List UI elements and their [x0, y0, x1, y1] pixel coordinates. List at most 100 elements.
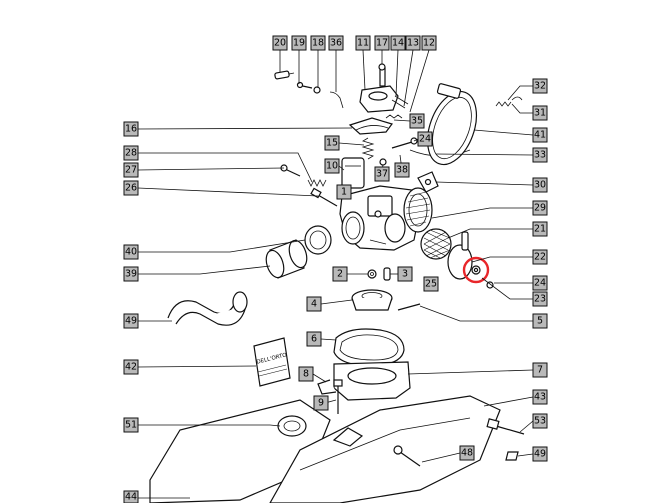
callout-6: 6 [306, 331, 322, 347]
float-4 [351, 289, 393, 311]
callout-3: 3 [397, 266, 413, 282]
callout-37: 37 [374, 166, 390, 182]
clamp-41 [426, 83, 478, 166]
screw-26 [310, 187, 338, 207]
callout-44: 44 [123, 490, 139, 503]
callout-9: 9 [313, 395, 329, 411]
intake-flange-29 [403, 187, 433, 233]
hose-49 [167, 291, 248, 326]
clip-49b [505, 451, 519, 461]
callout-13: 13 [405, 35, 421, 51]
label-plate-42: DELL'ORTO [253, 337, 291, 387]
svg-text:3: 3 [402, 269, 408, 280]
gasket-6 [333, 328, 405, 367]
callout-12: 12 [421, 35, 437, 51]
washer-18 [313, 86, 321, 94]
callout-26: 26 [123, 180, 139, 196]
pipe-36 [329, 91, 344, 109]
callout-labels: 20 19 18 36 11 17 14 13 12 32 31 16 41 3… [123, 35, 548, 503]
callout-24-top: 24 [417, 131, 433, 147]
callout-36: 36 [328, 35, 344, 51]
svg-text:32: 32 [534, 81, 546, 92]
callout-42: 42 [123, 359, 139, 375]
callout-14: 14 [390, 35, 406, 51]
lever-16 [348, 117, 393, 135]
callout-10: 10 [324, 158, 340, 174]
svg-text:15: 15 [326, 138, 338, 149]
callout-27: 27 [123, 162, 139, 178]
svg-text:39: 39 [125, 269, 137, 280]
svg-text:1: 1 [341, 187, 347, 198]
callout-5: 5 [532, 313, 548, 329]
svg-text:44: 44 [125, 492, 137, 503]
svg-text:42: 42 [125, 362, 137, 373]
callout-49: 49 [123, 313, 139, 329]
svg-text:51: 51 [125, 420, 137, 431]
callout-31: 31 [532, 105, 548, 121]
svg-text:22: 22 [534, 252, 546, 263]
screw-37 [379, 158, 387, 166]
carburettor-body-1 [339, 185, 421, 251]
callout-16: 16 [123, 121, 139, 137]
spring-35 [385, 114, 403, 119]
svg-text:31: 31 [534, 108, 546, 119]
svg-text:14: 14 [392, 38, 404, 49]
svg-text:35: 35 [411, 116, 423, 127]
pin-5 [397, 303, 421, 311]
svg-text:6: 6 [311, 334, 317, 345]
callout-30: 30 [532, 177, 548, 193]
callout-29: 29 [532, 200, 548, 216]
bolt-53 [486, 418, 525, 435]
svg-text:24: 24 [534, 278, 546, 289]
leader-lines [137, 49, 534, 499]
svg-text:37: 37 [376, 169, 388, 180]
svg-text:17: 17 [376, 38, 388, 49]
callout-25: 25 [423, 276, 439, 292]
svg-text:2: 2 [337, 269, 343, 280]
callout-32: 32 [532, 78, 548, 94]
callout-2: 2 [332, 266, 348, 282]
callout-43: 43 [532, 389, 548, 405]
callout-20: 20 [272, 35, 288, 51]
rubber-sleeve-39 [265, 239, 308, 279]
callout-4: 4 [306, 296, 322, 312]
svg-text:36: 36 [330, 38, 342, 49]
cable-adjuster-24 [391, 137, 418, 149]
callout-17: 17 [374, 35, 390, 51]
svg-text:41: 41 [534, 130, 546, 141]
svg-text:10: 10 [326, 161, 338, 172]
svg-text:49: 49 [534, 449, 546, 460]
spring-32-31 [495, 96, 523, 107]
float-bowl-7 [317, 361, 411, 401]
callout-49-bottom: 49 [532, 446, 548, 462]
svg-text:21: 21 [534, 224, 546, 235]
screw-23 [486, 281, 494, 289]
svg-text:13: 13 [407, 38, 419, 49]
svg-text:27: 27 [125, 165, 137, 176]
callout-7: 7 [532, 362, 548, 378]
callout-33: 33 [532, 147, 548, 163]
svg-text:30: 30 [534, 180, 546, 191]
callout-11: 11 [355, 35, 371, 51]
callout-22: 22 [532, 249, 548, 265]
svg-text:40: 40 [125, 247, 137, 258]
callout-28: 28 [123, 145, 139, 161]
callout-35: 35 [409, 113, 425, 129]
callout-24: 24 [532, 275, 548, 291]
screw-27 [280, 164, 301, 177]
svg-text:29: 29 [534, 203, 546, 214]
svg-text:26: 26 [125, 183, 137, 194]
manifold-sleeve-40 [304, 225, 332, 255]
svg-text:7: 7 [537, 365, 543, 376]
callout-39: 39 [123, 266, 139, 282]
svg-text:33: 33 [534, 150, 546, 161]
screw-19 [296, 81, 313, 89]
callout-53: 53 [532, 413, 548, 429]
idle-screw-20 [274, 70, 295, 80]
screw-9 [333, 379, 343, 414]
air-box-housing [149, 395, 501, 503]
callout-21: 21 [532, 221, 548, 237]
callout-40: 40 [123, 244, 139, 260]
svg-text:25: 25 [425, 279, 437, 290]
